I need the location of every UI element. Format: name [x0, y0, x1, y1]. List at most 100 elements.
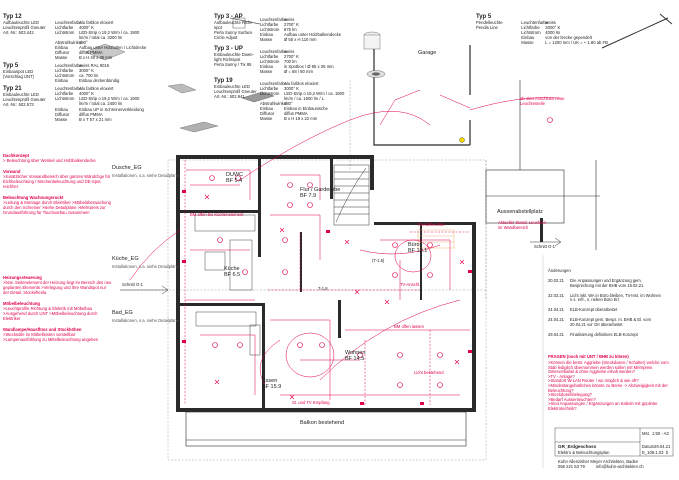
revisions-header: Änderungen — [548, 268, 571, 273]
question-item: >Können die bestr. Aggriebe (Steckdosen … — [548, 360, 669, 375]
plan-note: ab 1ten Anschluss neue Leuchtenteile — [520, 96, 565, 106]
spec-key: Leuchtenfarbe — [260, 49, 287, 54]
spec-line: Aufbauleuchte Richt- — [214, 20, 253, 25]
note-heading: Wandlampe/Hausflüss und Stockhöhen — [3, 327, 82, 332]
spec-key: Einbau — [260, 32, 274, 37]
door-label-t15: (T-1.5) — [372, 258, 385, 263]
note-text: >bzw. Seitenelement der Heizung liegt im… — [3, 280, 112, 295]
spec-typ-3-up: Typ 3 - UP Einbauleuchte Down- light Ric… — [214, 46, 354, 74]
spec-typ-19: Typ 19 Einbauleuchte LED Leuchtenprofil … — [214, 78, 354, 121]
spec-line: light Richtspot — [214, 57, 241, 62]
room-area: BF 15.9 — [262, 384, 282, 390]
room-name: Küche — [224, 266, 240, 272]
spec-key: Einbau — [55, 107, 69, 112]
spec-value: weiss — [284, 17, 295, 22]
revision-date: 20.02.21 — [548, 278, 564, 283]
notes-left: Dachkonzept > Beleuchtung über Wenkel un… — [3, 153, 113, 342]
spec-key: Lichtstrom — [55, 96, 75, 101]
spec-key: Lichtfarbe — [260, 86, 279, 91]
spec-key: Lichtstrom — [260, 59, 280, 64]
revision-date: 24.04.21 — [548, 316, 564, 322]
note-text: > Beleuchtung über Wenkel und Holzbalken… — [3, 158, 96, 163]
revision-row: 24.04.21 ELB-Konzept gem. Bespr. m. BHB &… — [548, 316, 673, 328]
revision-text: ELB-Konzept gem. Bespr. m. BHB & El. vom… — [570, 316, 651, 327]
office-phone: 056 221 53 79 — [558, 464, 585, 469]
spec-value: Alu farblos eloxiert — [284, 81, 319, 86]
room-name: DUWC — [226, 172, 244, 178]
questions-block: FRAGEN (noch mit UNT / BHB zu klären) >K… — [548, 354, 673, 412]
spec-title: Typ 21 — [3, 86, 22, 92]
spec-title: Typ 19 — [214, 78, 233, 84]
spec-value: 2700° K — [284, 54, 299, 59]
spec-key: Masse — [260, 69, 273, 74]
room-name: Flur / Garderobe — [300, 187, 341, 193]
plan-note: Aktueller Stand: Leuchten im Wandbereich — [498, 220, 546, 230]
spec-line: Einbauspot LED — [3, 69, 34, 74]
room-name: Büro — [408, 242, 420, 248]
spec-line: Leuchtenprofil Gneuter — [214, 89, 257, 94]
spec-value: diffus PMMA — [284, 111, 308, 116]
spec-key: Lichtfarbe — [260, 22, 279, 27]
questions-header: FRAGEN (noch mit UNT / BHB zu klären) — [548, 354, 629, 359]
spec-title: Typ 3 - AP — [214, 14, 243, 20]
scale-value: 1:50 - A3 — [652, 431, 669, 436]
room-label-kueche: Küche_EG — [112, 256, 139, 262]
spec-title: Typ 12 — [3, 14, 22, 20]
spec-key: Lichtstrom — [260, 27, 280, 32]
note-text: >Leuchtprofile Richtung & Elektrik mit M… — [3, 306, 98, 321]
room-label-dusche: Dusche_EG — [112, 165, 142, 171]
spec-title: Typ 5 — [476, 14, 492, 20]
spec-key: Lichtstrom — [260, 91, 280, 96]
office-name: Kuhn Allenzisher Meyer Architekten, Bade… — [558, 459, 639, 464]
spec-key: Abstrahlwinkel — [260, 101, 287, 106]
question-item: >Bedarf Aussenleuchten? — [548, 396, 596, 402]
spec-value: 2700° K — [284, 22, 299, 27]
spec-line: Art.-Nr.: 503.442 — [3, 30, 34, 35]
spec-line: Leuchtenprofil Gneuter — [3, 25, 46, 30]
spec-title: Typ 3 - UP — [214, 46, 243, 52]
room-balkon: Balkon bestehend — [300, 420, 345, 426]
revision-text: ELB-Konzept überarbeitet — [570, 307, 618, 313]
plan-note: Licht bestehend — [414, 370, 444, 375]
spec-key: Diffusor — [260, 111, 275, 116]
spec-key: Leuchtenfarbe — [260, 17, 287, 22]
spec-value: 4000 lm — [545, 30, 561, 35]
room-sub-kueche: Installationen, s.a. siehe Detailpläne — [112, 264, 180, 269]
question-item: >Mindestangebotliches könnte zu Beme -> … — [548, 382, 668, 393]
spec-key: Masse — [55, 117, 68, 122]
revision-date: 24.04.21 — [548, 307, 564, 313]
spec-key: Masse — [55, 55, 68, 60]
project-name: GR_Erdgeschoss — [558, 444, 597, 449]
spec-key: Einbau — [55, 45, 69, 50]
note-text: >zusätzlicher Vorwandbereich über ganzes… — [3, 174, 111, 189]
spec-value: 4000° K — [79, 25, 94, 30]
spec-line: Perla Sunny / Tix 85 — [214, 62, 252, 67]
spec-value: B x H 40 x 35 mm — [79, 55, 113, 60]
room-area: BF 7.9 — [300, 193, 317, 199]
room-area: BF 5.4 — [226, 178, 243, 184]
spec-value: 3000° K — [545, 25, 561, 30]
spec-value: Alu farblos eloxiert — [79, 20, 114, 25]
spec-value: Einbau deckenbündig — [79, 78, 120, 83]
spec-value: Alu farblos eloxiert — [79, 86, 114, 91]
spec-value: B x T 57 x 21 mm — [79, 117, 112, 122]
spec-value: diffus PMMA — [79, 50, 103, 55]
spec-key: Lichtstrom — [521, 30, 541, 35]
room-area: BF 14.5 — [345, 356, 365, 362]
plan-number: E_109.1.03 — [642, 450, 664, 455]
room-name: Wohnen — [345, 350, 366, 356]
spec-line: Art.-Nr.: 502.573 — [3, 102, 34, 107]
spec-value: L = 1200 mm / UK = + 1.80 ab FB — [545, 40, 608, 45]
spec-typ-5: Typ 5 Einbauspot LED (Vorschlag UNT) Leu… — [3, 63, 153, 83]
spec-key: Lichtfarbe — [55, 68, 74, 73]
spec-key: Masse — [521, 40, 534, 45]
spec-value: Einbau in Einbaunische — [284, 106, 328, 111]
spec-key: Leuchtenfarbe — [55, 63, 82, 68]
spec-value: LED-Strip o 19,2 W/m / ca. 1900 lm/m / t… — [79, 96, 140, 106]
question-item: >Sind Anpassungen / Ergänzungen an Kabel… — [548, 401, 658, 411]
spec-value: Aufbau unter Holzbalkendecke — [284, 32, 342, 37]
note-item: Vorwand >zusätzlicher Vorwandbereich übe… — [3, 169, 113, 189]
spec-value: 4000° K — [79, 91, 94, 96]
spec-key: Masse — [260, 116, 273, 121]
